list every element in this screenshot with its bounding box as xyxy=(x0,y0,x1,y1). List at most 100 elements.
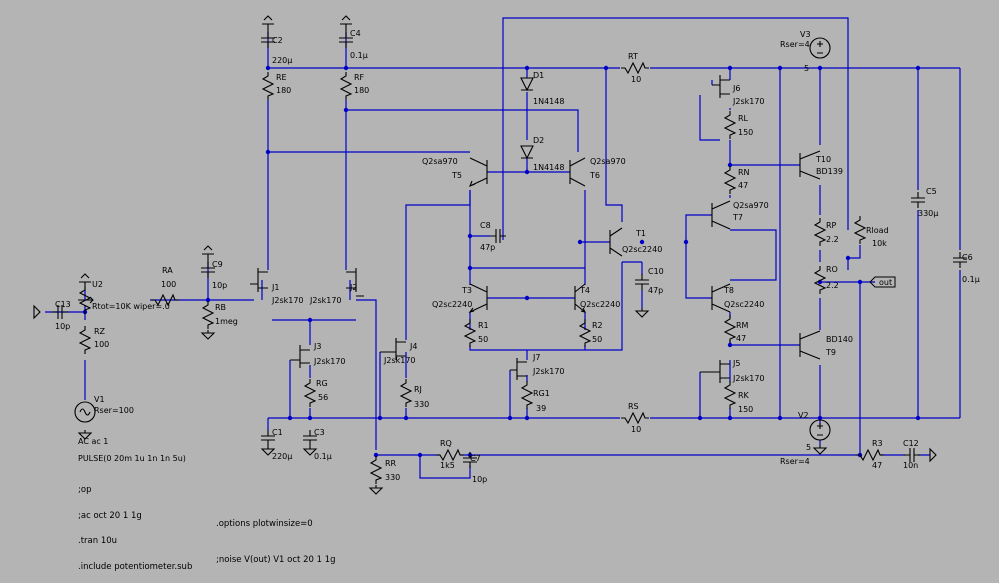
label-t10-name: T10 xyxy=(815,155,831,164)
label-rp-name: RP xyxy=(826,221,837,230)
label-j5-value: J2sk170 xyxy=(732,374,765,383)
resistor-rf-symbol xyxy=(340,71,352,101)
label-j2-name: J2 xyxy=(349,283,357,292)
svg-text:out: out xyxy=(879,278,892,287)
transistor-t9-symbol xyxy=(799,330,821,360)
label-ra-name: RA xyxy=(162,266,173,275)
jfet-j6-symbol xyxy=(712,75,730,98)
label-c4-value: 0.1µ xyxy=(350,51,368,60)
capacitor-c10-symbol xyxy=(634,273,650,291)
label-rq-value: 1k5 xyxy=(440,461,455,470)
voltage-source-v2-symbol xyxy=(809,419,831,441)
label-t4-name: T4 xyxy=(579,286,590,295)
transistor-t5-symbol xyxy=(469,157,488,187)
label-rn-value: 47 xyxy=(738,181,748,190)
resistor-rl-symbol xyxy=(724,110,736,140)
spice-directives[interactable]: ;op ;ac oct 20 1 1g .tran 10u .include p… xyxy=(78,485,336,572)
label-c2-name: C2 xyxy=(272,36,283,45)
label-t5-value: Q2sa970 xyxy=(422,157,458,166)
transistor-t7-symbol xyxy=(711,200,731,230)
label-c7-name: C7 xyxy=(470,454,481,463)
label-v1-pulse: PULSE(0 20m 1u 1n 1n 5u) xyxy=(78,454,186,463)
jfet-j1-symbol xyxy=(250,268,268,292)
label-rm-value: 47 xyxy=(736,334,746,343)
label-rb-value: 1meg xyxy=(215,317,238,326)
label-v1-rser: Rser=100 xyxy=(94,406,134,415)
label-rj-name: RJ xyxy=(414,385,422,394)
label-j4-value: J2sk170 xyxy=(383,356,416,365)
ground-icon xyxy=(369,484,383,495)
label-c2-value: 220µ xyxy=(272,56,292,65)
resistor-rp-symbol xyxy=(814,217,826,247)
label-rf-name: RF xyxy=(354,73,365,82)
symbols xyxy=(33,15,968,495)
resistor-rq-symbol xyxy=(435,449,465,461)
label-v3-name: V3 xyxy=(800,30,811,39)
label-rload-value: 10k xyxy=(872,239,887,248)
label-j5-name: J5 xyxy=(732,359,740,368)
resistor-rm-symbol xyxy=(724,314,736,344)
capacitor-c5-symbol xyxy=(910,191,926,209)
label-c9-name: C9 xyxy=(212,260,223,269)
label-c5-name: C5 xyxy=(926,187,937,196)
diode-d2-symbol xyxy=(520,145,534,160)
label-t8-value: Q2sc2240 xyxy=(724,300,764,309)
ground-icon xyxy=(813,444,827,455)
label-rl-name: RL xyxy=(738,114,749,123)
transistor-t4-symbol xyxy=(574,283,587,313)
label-c3-value: 0.1µ xyxy=(314,452,332,461)
diode-d1-symbol xyxy=(520,77,534,92)
label-r1-name: R1 xyxy=(478,321,489,330)
directive-tran: .tran 10u xyxy=(78,536,117,546)
directive-include: .include potentiometer.sub xyxy=(78,562,192,572)
label-c8-name: C8 xyxy=(480,221,491,230)
label-v3-value: 5 xyxy=(804,64,809,73)
label-rm-name: RM xyxy=(736,321,749,330)
label-rl-value: 150 xyxy=(738,128,753,137)
label-r3-value: 47 xyxy=(872,461,882,470)
label-t10-value: BD139 xyxy=(816,167,843,176)
label-rr-value: 330 xyxy=(385,473,400,482)
net-label-out[interactable]: out xyxy=(869,276,896,288)
label-rs-name: RS xyxy=(628,402,639,411)
label-t6-name: T6 xyxy=(589,171,600,180)
label-v1-name: V1 xyxy=(94,395,105,404)
resistor-rload-symbol xyxy=(854,215,866,245)
label-t7-name: T7 xyxy=(732,213,743,222)
resistor-r2-symbol xyxy=(579,318,591,348)
label-rg1-name: RG1 xyxy=(533,389,550,398)
label-re-name: RE xyxy=(276,73,287,82)
label-t9-name: T9 xyxy=(825,348,836,357)
voltage-source-v3-symbol xyxy=(809,37,831,59)
label-rk-name: RK xyxy=(738,391,750,400)
label-t3-name: T3 xyxy=(461,286,472,295)
ground-icon xyxy=(929,447,937,463)
label-c4-name: C4 xyxy=(350,29,361,38)
label-c6-name: C6 xyxy=(962,253,973,262)
resistor-rt-symbol xyxy=(620,62,650,74)
resistor-rk-symbol xyxy=(724,380,736,410)
resistor-rj-symbol xyxy=(400,378,412,408)
label-j2-value: J2sk170 xyxy=(309,296,342,305)
label-rf-value: 180 xyxy=(354,86,369,95)
label-ra-value: 100 xyxy=(161,280,176,289)
label-rk-value: 150 xyxy=(738,405,753,414)
label-c1-name: C1 xyxy=(272,428,283,437)
label-j6-value: J2sk170 xyxy=(732,97,765,106)
ground-icon xyxy=(201,329,215,340)
label-re-value: 180 xyxy=(276,86,291,95)
label-d2-name: D2 xyxy=(533,136,544,145)
resistor-rb-symbol xyxy=(202,300,214,330)
label-rg-name: RG xyxy=(316,379,328,388)
label-u2-value: Rtot=10K wiper=.0 xyxy=(92,302,170,311)
ground-icon xyxy=(635,307,649,318)
label-t8-name: T8 xyxy=(723,286,734,295)
label-c13-name: C13 xyxy=(55,300,71,309)
directive-ac: ;ac oct 20 1 1g xyxy=(78,511,142,521)
label-rn-name: RN xyxy=(738,168,750,177)
jfet-j4-symbol xyxy=(380,338,406,360)
label-c10-value: 47p xyxy=(648,286,663,295)
label-j3-value: J2sk170 xyxy=(313,357,346,366)
label-v3-rser: Rser=4 xyxy=(780,40,810,49)
